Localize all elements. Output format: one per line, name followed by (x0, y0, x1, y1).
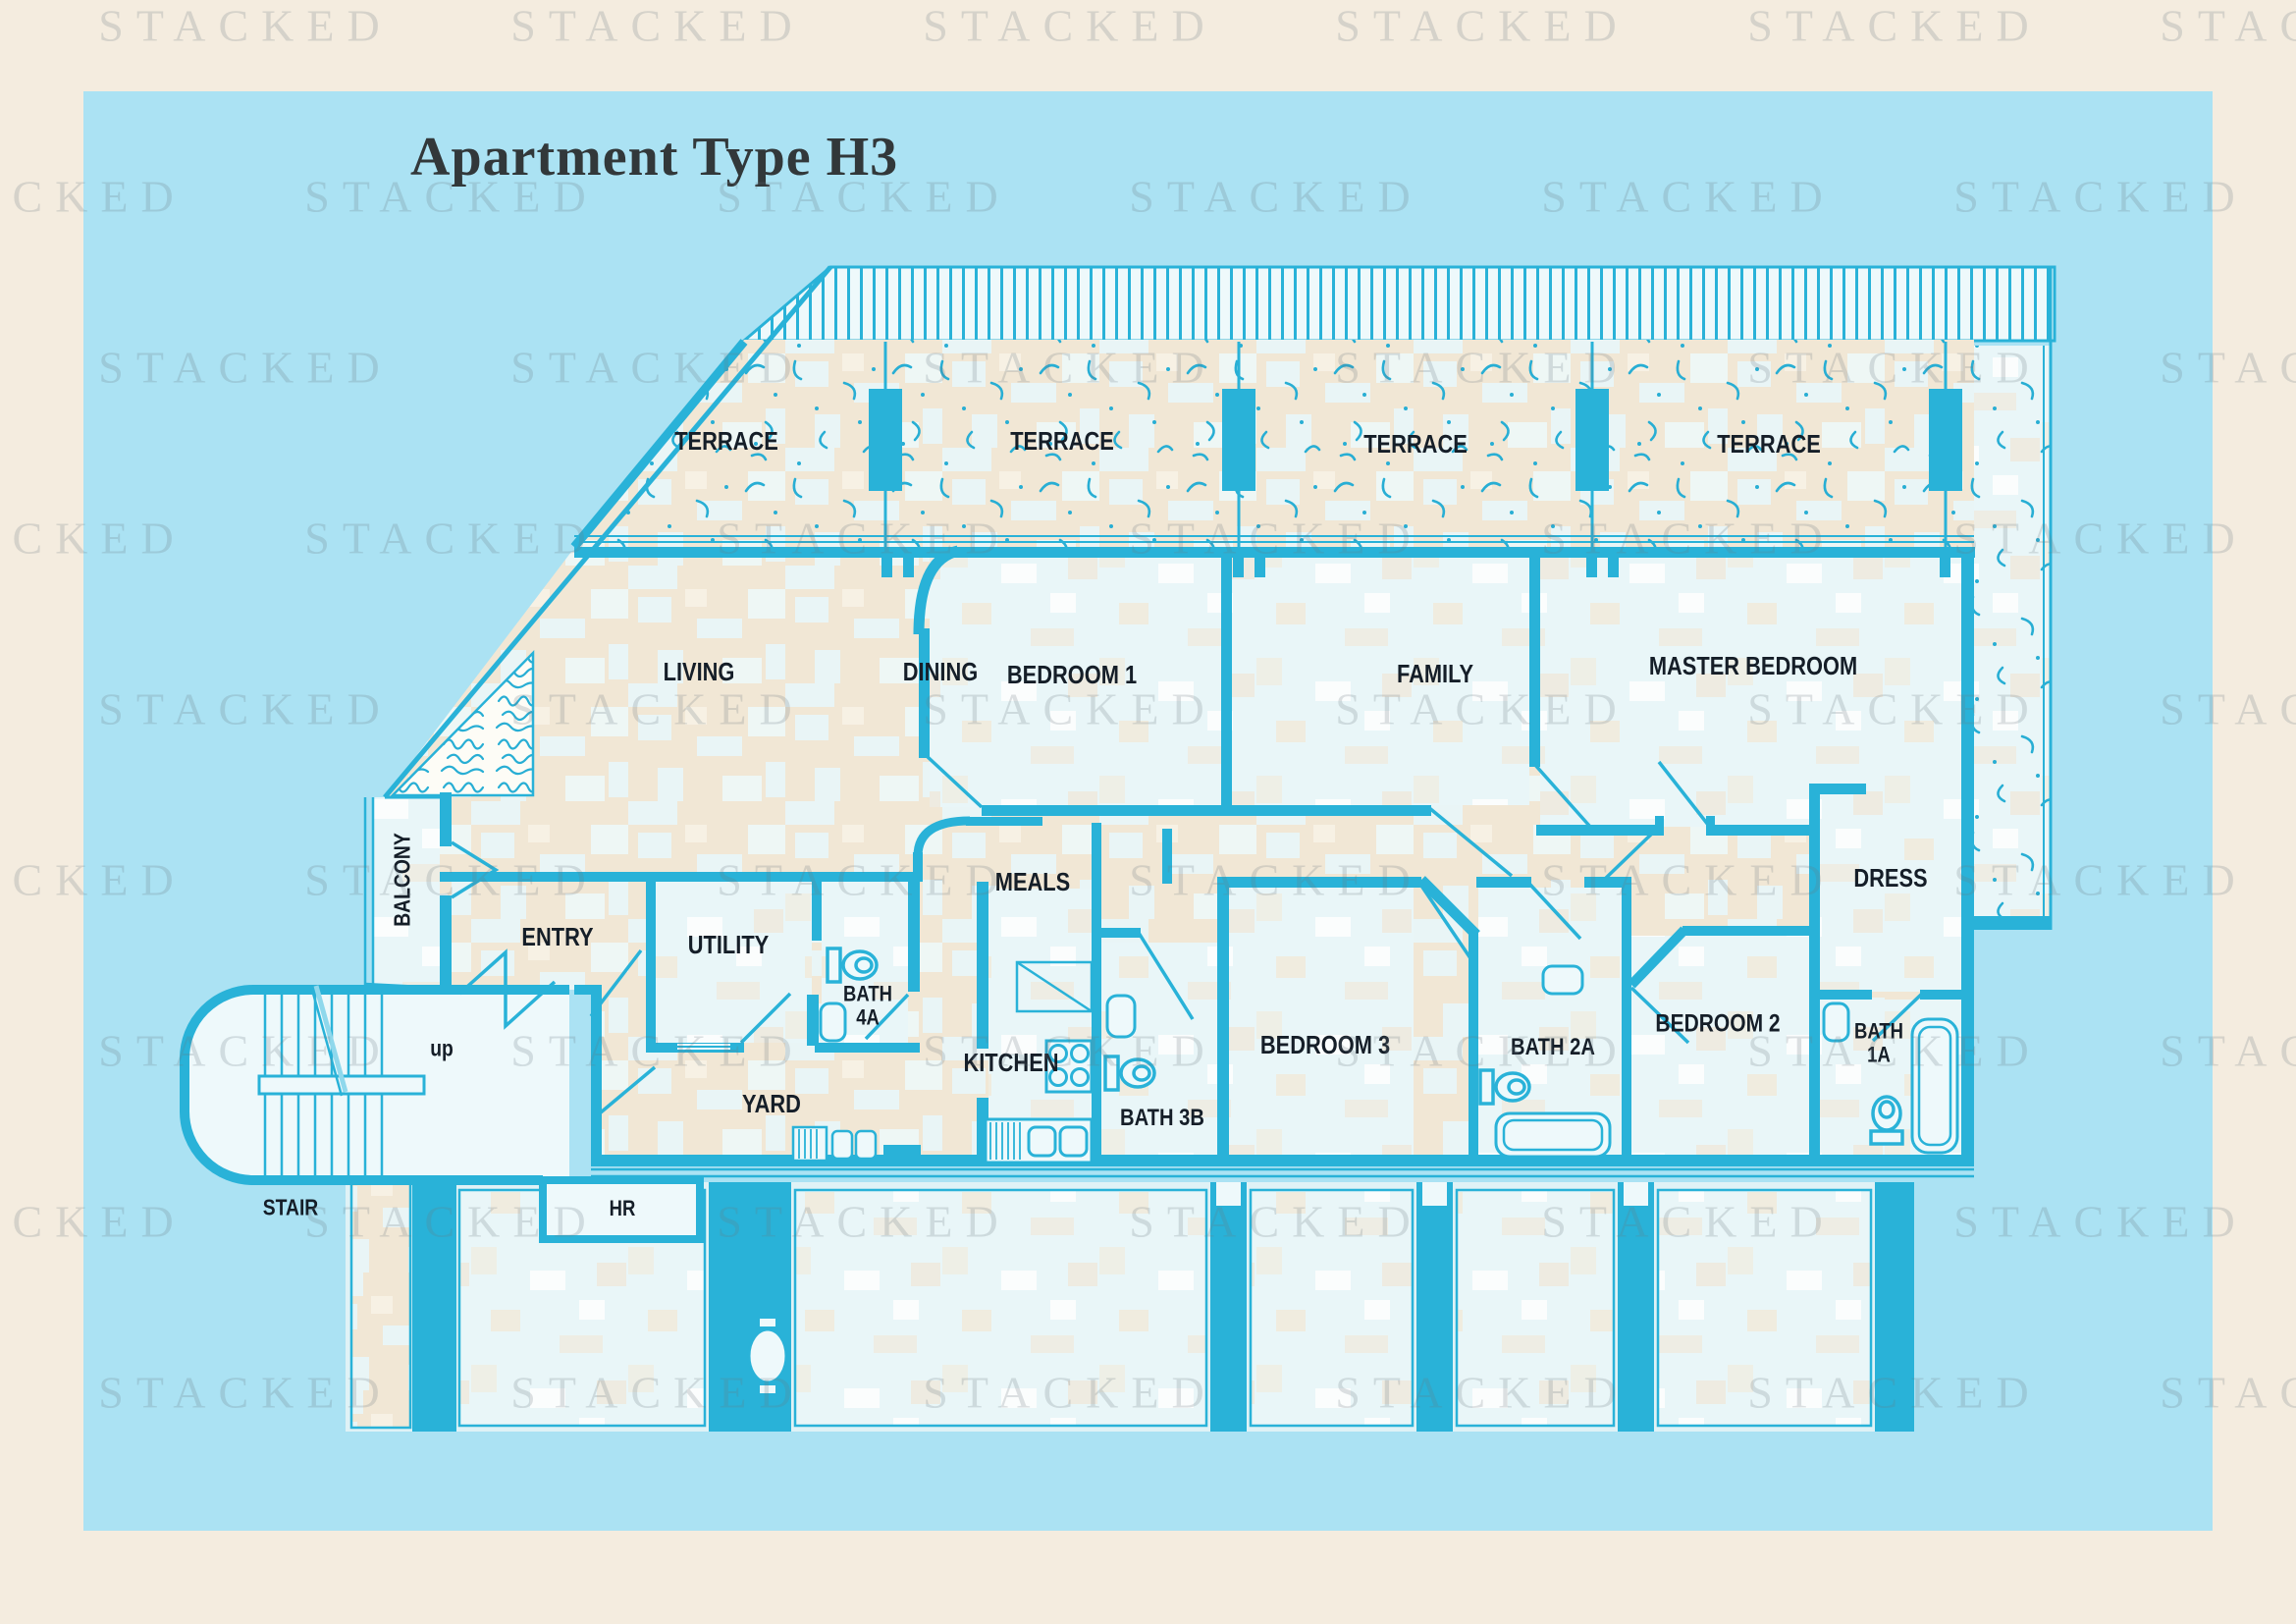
basin-icon (1105, 994, 1137, 1039)
toilet-icon (826, 947, 879, 984)
toilet-icon (1103, 1055, 1156, 1092)
room-label-yard: YARD (742, 1088, 801, 1118)
bedroom3-floor (1229, 888, 1414, 1161)
room-label-living: LIVING (663, 656, 735, 686)
column-icon (747, 1317, 788, 1395)
room-label-up: up (430, 1035, 454, 1061)
room-label-family: FAMILY (1396, 658, 1474, 688)
dress-floor (1820, 795, 1961, 992)
room-label-kitchen: KITCHEN (963, 1047, 1059, 1077)
kitchen-floor (988, 889, 1092, 1160)
kitchen-counter (1015, 960, 1094, 1013)
room-label-dress: DRESS (1853, 862, 1928, 893)
family-floor (1232, 552, 1529, 805)
yard-appliance-icon (791, 1125, 878, 1163)
stove-icon (1044, 1039, 1094, 1094)
room-label-bath-1a: BATH 1A (1854, 1018, 1903, 1066)
bathtub-icon (1494, 1111, 1612, 1159)
toilet-icon (1478, 1068, 1531, 1106)
bedroom2-floor (1631, 936, 1809, 1162)
room-label-bedroom-3: BEDROOM 3 (1259, 1029, 1391, 1059)
bathtub-icon (1910, 1017, 1959, 1155)
room-label-terrace-2: TERRACE (1010, 425, 1114, 456)
room-label-bath-3b: BATH 3B (1120, 1105, 1204, 1132)
room-label-dining: DINING (902, 656, 979, 686)
room-label-meals: MEALS (994, 866, 1071, 896)
hose-reel-closet (539, 1176, 704, 1243)
room-label-terrace-3: TERRACE (1363, 428, 1468, 459)
toilet-icon (1869, 1095, 1904, 1146)
stair (180, 985, 704, 1243)
room-label-terrace-1: TERRACE (674, 425, 778, 456)
room-label-bedroom-2: BEDROOM 2 (1655, 1009, 1781, 1038)
bedroom1-floor (930, 552, 1221, 807)
corner-planter (390, 649, 535, 797)
bath3b-floor (1101, 943, 1217, 1161)
room-label-bedroom-1: BEDROOM 1 (1006, 659, 1138, 689)
terrace-planting (574, 340, 1974, 547)
kitchen-sink-icon (984, 1117, 1094, 1164)
room-label-hr: HR (609, 1196, 636, 1221)
terrace-railing (744, 267, 2055, 341)
basin-icon (1822, 1001, 1850, 1043)
basin-icon (819, 1001, 847, 1043)
basin-icon (1541, 964, 1584, 996)
walls (363, 265, 2052, 1166)
door-leaves (451, 754, 1924, 1114)
room-label-master-bedroom: MASTER BEDROOM (1648, 650, 1858, 680)
utility-floor (656, 882, 812, 1043)
room-label-bath-2a: BATH 2A (1511, 1034, 1595, 1061)
room-label-entry: ENTRY (521, 921, 594, 951)
room-label-utility: UTILITY (687, 929, 770, 959)
room-label-balcony: BALCONY (389, 833, 415, 927)
balcony-floor (373, 797, 440, 990)
room-label-terrace-4: TERRACE (1717, 428, 1821, 459)
fixtures (791, 947, 1959, 1164)
lower-level-band (346, 1167, 1974, 1432)
page-title: Apartment Type H3 (410, 127, 899, 188)
room-label-stair: STAIR (262, 1194, 319, 1220)
master-floor (1540, 552, 1961, 827)
room-label-bath-4a: BATH 4A (843, 981, 892, 1029)
